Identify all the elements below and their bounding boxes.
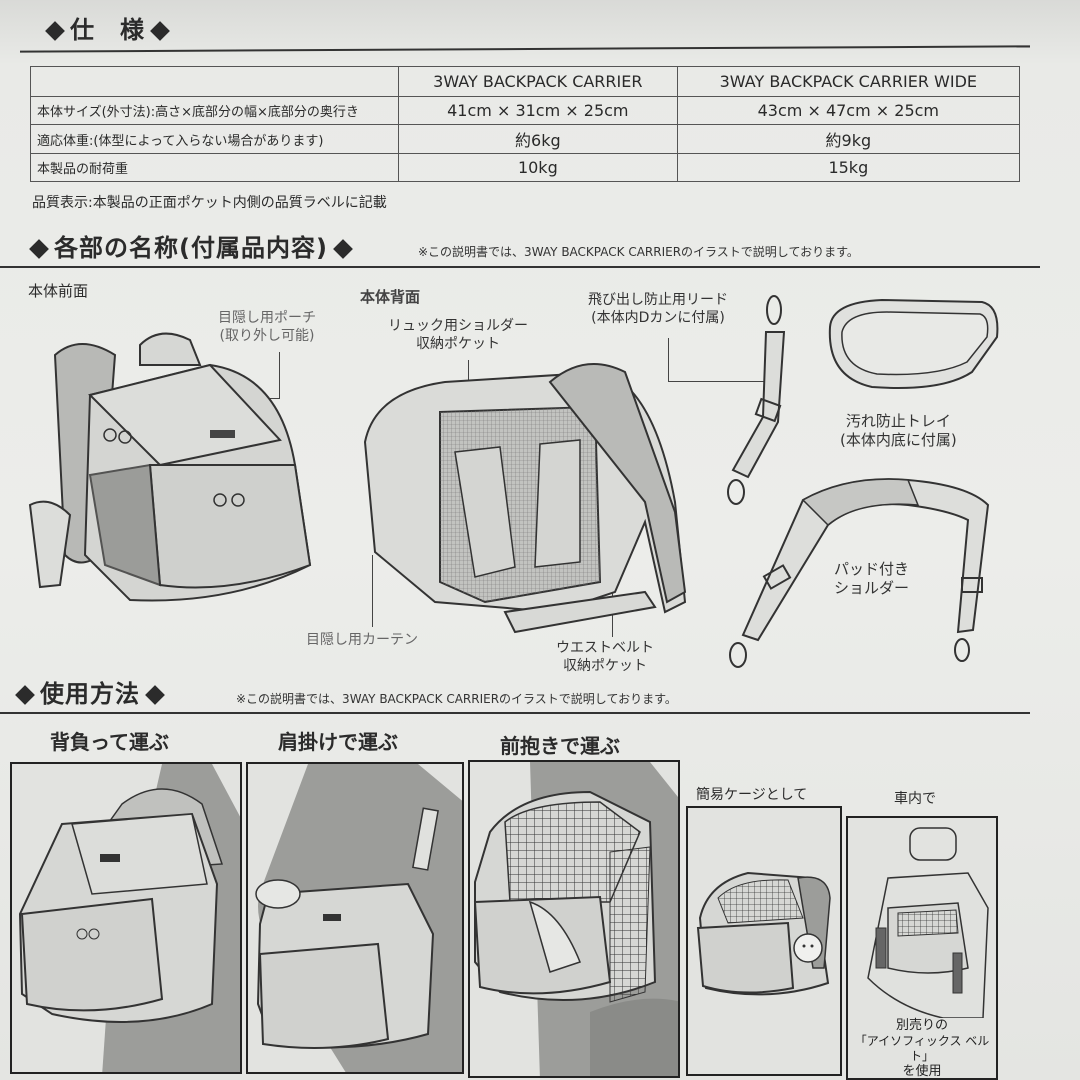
section-divider [0, 266, 1040, 268]
usage-panel-backpack [10, 762, 242, 1074]
table-header-empty [30, 66, 399, 97]
callout-pouch: 目隠し用ポーチ(取り外し可能) [218, 310, 316, 344]
table-row: 適応体重:(体型によって入らない場合があります) 約6kg 約9kg [30, 124, 1021, 154]
spec-table: 3WAY BACKPACK CARRIER 3WAY BACKPACK CARR… [30, 66, 1021, 182]
panel-title-front: 前抱きで運ぶ [500, 734, 620, 758]
cell-wide: 15kg [676, 153, 1021, 182]
cage-illustration [696, 871, 831, 996]
table-header-row: 3WAY BACKPACK CARRIER 3WAY BACKPACK CARR… [30, 66, 1021, 97]
backpack-front-illustration [28, 332, 312, 602]
diamond-icon [29, 239, 49, 259]
diamond-icon [15, 685, 35, 705]
usage-heading: 使用方法 [10, 674, 170, 709]
section-divider [0, 712, 1030, 714]
callout-lead: 飛び出し防止用リード(本体内Dカンに付属) [588, 292, 728, 326]
parts-heading: 各部の名称(付属品内容) [24, 228, 358, 263]
usage-panel-shoulder [246, 762, 464, 1074]
spec-title: 仕 様 [70, 16, 145, 44]
backpack-back-illustration [363, 363, 687, 634]
leader-line [668, 338, 669, 382]
front-carry-illustration [473, 762, 678, 1076]
back-label: 本体背面 [360, 288, 421, 306]
dog-icon [793, 933, 823, 963]
callout-padded-shoulder: パッド付きショルダー [834, 560, 910, 597]
diamond-icon [145, 685, 165, 705]
shoulder-carry-illustration [255, 764, 462, 1072]
usage-note: ※この説明書では、3WAY BACKPACK CARRIERのイラストで説明して… [236, 692, 677, 706]
diamond-icon [333, 239, 353, 259]
quality-note: 品質表示:本製品の正面ポケット内側の品質ラベルに記載 [32, 195, 387, 211]
section-divider [20, 45, 1030, 53]
panel-title-cage: 簡易ケージとして [696, 787, 808, 803]
usage-panel-car: 別売りの 「アイソフィックス ベルト」 を使用 [846, 816, 998, 1080]
callout-shoulder-pocket: リュック用ショルダー収納ポケット [388, 318, 528, 352]
cell-standard: 約6kg [398, 124, 678, 154]
tray-illustration [828, 298, 999, 389]
cell-wide: 43cm × 47cm × 25cm [676, 96, 1021, 125]
car-caption: 別売りの 「アイソフィックス ベルト」 を使用 [854, 1018, 990, 1080]
leader-line [668, 381, 772, 382]
leader-line [372, 555, 373, 627]
row-label: 適応体重:(体型によって入らない場合があります) [30, 124, 399, 154]
diamond-icon [150, 21, 170, 41]
row-label: 本体サイズ(外寸法):高さ×底部分の幅×底部分の奥行き [30, 96, 399, 125]
padded-shoulder-illustration [729, 478, 990, 668]
panel-title-shoulder: 肩掛けで運ぶ [278, 730, 398, 754]
panel-title-car: 車内で [894, 791, 936, 807]
callout-tray: 汚れ防止トレイ(本体内底に付属) [840, 412, 957, 449]
usage-panel-cage [686, 806, 842, 1076]
row-label: 本製品の耐荷重 [30, 153, 399, 182]
cell-standard: 41cm × 31cm × 25cm [398, 96, 678, 125]
diamond-icon [45, 21, 65, 41]
usage-panel-front [468, 760, 680, 1078]
front-label: 本体前面 [28, 282, 89, 300]
spec-heading: 仕 様 [40, 10, 175, 45]
callout-curtain: 目隠し用カーテン [306, 632, 418, 648]
table-header-wide: 3WAY BACKPACK CARRIER WIDE [676, 66, 1021, 97]
cell-wide: 約9kg [676, 124, 1021, 154]
parts-note: ※この説明書では、3WAY BACKPACK CARRIERのイラストで説明して… [418, 245, 859, 259]
car-seat-illustration [867, 827, 989, 1018]
callout-waist-belt: ウエストベルト収納ポケット [556, 640, 654, 674]
parts-title: 各部の名称(付属品内容) [54, 234, 328, 262]
lead-illustration [727, 295, 786, 505]
backpack-carry-illustration [18, 764, 240, 1072]
leader-line [279, 352, 280, 398]
usage-title: 使用方法 [40, 680, 140, 708]
cell-standard: 10kg [398, 153, 678, 182]
table-header-standard: 3WAY BACKPACK CARRIER [398, 66, 678, 97]
table-row: 本体サイズ(外寸法):高さ×底部分の幅×底部分の奥行き 41cm × 31cm … [30, 96, 1021, 125]
panel-title-backpack: 背負って運ぶ [50, 730, 169, 754]
table-row: 本製品の耐荷重 10kg 15kg [30, 153, 1021, 182]
